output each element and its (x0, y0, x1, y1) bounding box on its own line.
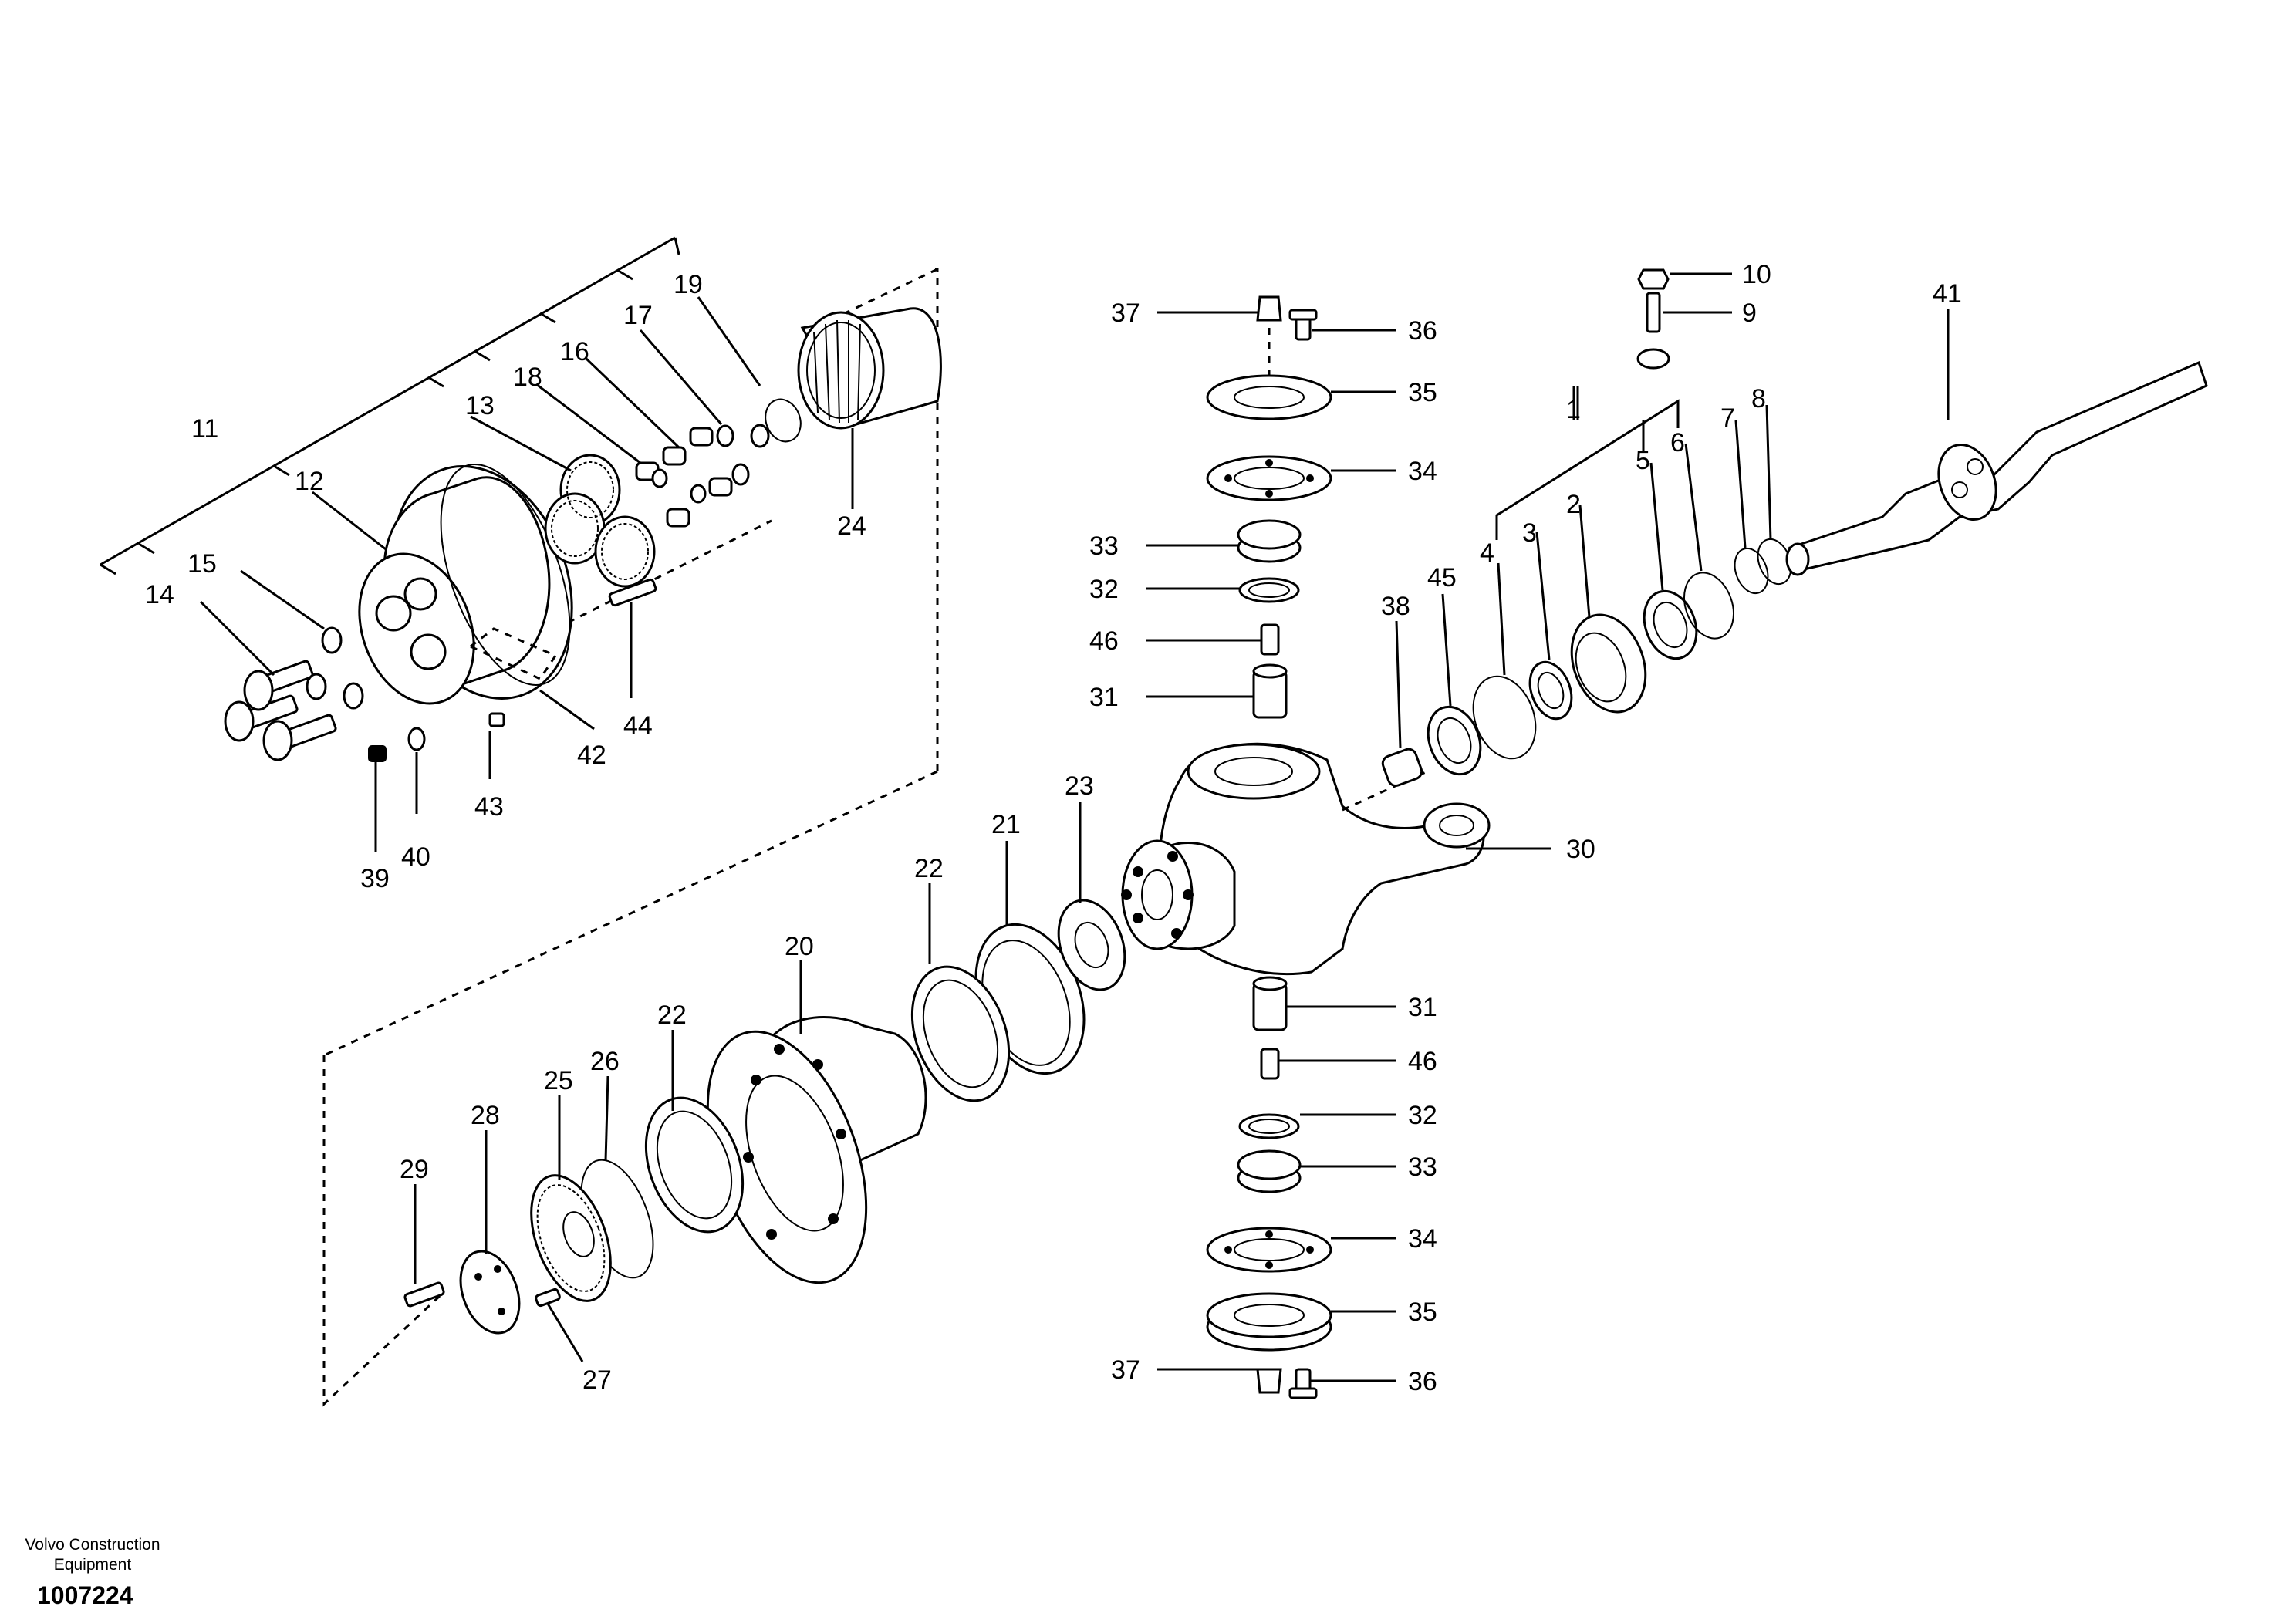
callout-27: 27 (582, 1365, 612, 1395)
callout-41: 41 (1933, 279, 1962, 309)
callout-17: 17 (623, 301, 653, 330)
callout-37b: 37 (1111, 1355, 1140, 1385)
brand-line-2: Equipment (53, 1556, 132, 1574)
kingpin-stack-bottom (1206, 976, 1332, 1399)
callout-33b: 33 (1408, 1153, 1437, 1182)
callout-44: 44 (623, 711, 653, 741)
callout-43: 43 (474, 792, 504, 822)
wheel-hub-assembly (403, 899, 1126, 1335)
callout-4: 4 (1480, 538, 1494, 568)
callout-34a: 34 (1408, 457, 1437, 486)
callout-6: 6 (1670, 428, 1685, 457)
callout-23: 23 (1065, 771, 1094, 801)
callout-19: 19 (674, 270, 703, 299)
callout-38: 38 (1381, 592, 1410, 621)
leader-lines (199, 272, 1950, 1382)
callout-15: 15 (187, 549, 217, 579)
callout-34b: 34 (1408, 1224, 1437, 1254)
callout-1: 1 (1566, 395, 1581, 424)
planet-gears (544, 454, 656, 588)
drive-shaft-assembly (1381, 268, 2208, 788)
callout-31b: 31 (1408, 993, 1437, 1022)
callout-26: 26 (590, 1047, 620, 1076)
brand-label: Volvo Construction Equipment (0, 1535, 185, 1575)
callout-9: 9 (1742, 299, 1757, 328)
callout-33a: 33 (1089, 532, 1119, 561)
carrier-bolts (224, 626, 364, 761)
callout-35a: 35 (1408, 378, 1437, 407)
callout-35b: 35 (1408, 1298, 1437, 1327)
callout-25: 25 (544, 1066, 573, 1095)
kingpin-stack-top (1206, 295, 1332, 719)
callout-32a: 32 (1089, 575, 1119, 604)
callout-31a: 31 (1089, 683, 1119, 712)
steering-knuckle (1121, 742, 1491, 976)
brand-line-1: Volvo Construction (25, 1536, 160, 1554)
reference-number: 1007224 (37, 1581, 133, 1609)
callout-39: 39 (360, 864, 390, 893)
callout-10: 10 (1742, 260, 1771, 289)
callout-14: 14 (145, 580, 174, 609)
callout-20: 20 (785, 932, 814, 961)
callout-22b: 22 (657, 1001, 687, 1030)
callout-40: 40 (401, 842, 430, 872)
ring-gear (797, 307, 942, 430)
callout-13: 13 (465, 391, 495, 420)
callout-46a: 46 (1089, 626, 1119, 656)
callout-30: 30 (1566, 835, 1595, 864)
callout-36b: 36 (1408, 1367, 1437, 1396)
callout-22a: 22 (914, 854, 944, 883)
callout-36a: 36 (1408, 316, 1437, 346)
callout-16: 16 (560, 337, 589, 366)
callout-37a: 37 (1111, 299, 1140, 328)
callout-24: 24 (837, 511, 866, 541)
planetary-carrier-assembly (100, 236, 802, 762)
callout-21: 21 (991, 810, 1021, 839)
callout-18: 18 (513, 363, 542, 392)
callout-labels: 1 2 3 4 5 6 7 8 9 10 11 12 13 14 15 16 1… (145, 260, 1962, 1396)
callout-45: 45 (1427, 563, 1457, 592)
callout-5: 5 (1636, 446, 1650, 475)
callout-2: 2 (1566, 490, 1581, 519)
callout-42: 42 (577, 741, 606, 770)
callout-32b: 32 (1408, 1101, 1437, 1130)
callout-12: 12 (295, 467, 324, 496)
callout-3: 3 (1522, 518, 1537, 548)
callout-11: 11 (191, 414, 218, 444)
callout-7: 7 (1720, 403, 1735, 433)
callout-46b: 46 (1408, 1047, 1437, 1076)
callout-8: 8 (1751, 384, 1766, 413)
callout-29: 29 (400, 1155, 429, 1184)
callout-28: 28 (471, 1101, 500, 1130)
